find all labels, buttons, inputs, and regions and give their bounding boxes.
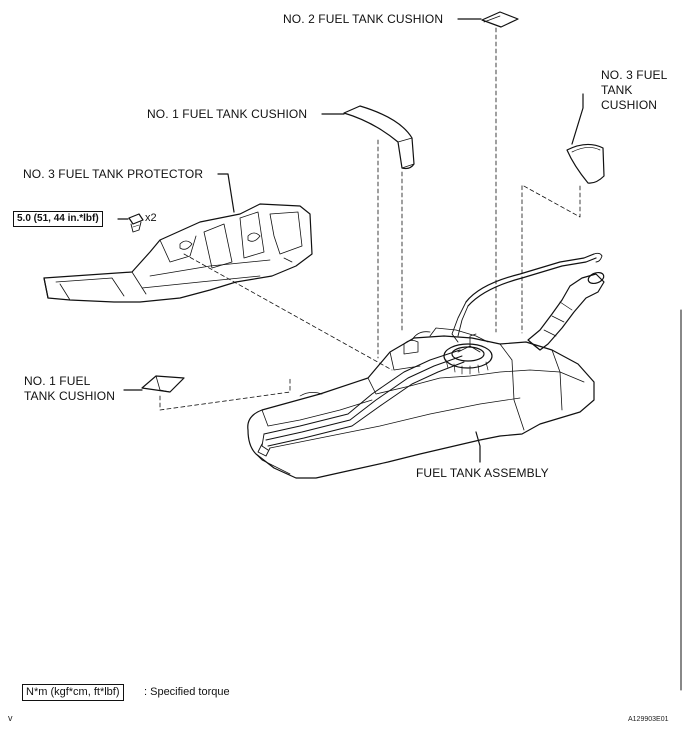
bolt-icon: [128, 213, 144, 233]
no2-fuel-tank-cushion-part: [481, 11, 519, 28]
label-no2-fuel-tank-cushion: NO. 2 FUEL TANK CUSHION: [283, 12, 444, 26]
fuel-tube: [411, 252, 603, 343]
label-no3-fuel-tank-cushion-line2: TANK: [601, 83, 633, 97]
no1-fuel-tank-cushion-left-part: [141, 375, 185, 393]
no3-cushion-dash: [521, 184, 581, 334]
legend-unit-box: N*m (kgf*cm, ft*lbf): [22, 684, 124, 701]
no3-fuel-tank-cushion-part: [566, 143, 605, 184]
label-no1-fuel-tank-cushion-left-line2: TANK CUSHION: [24, 389, 115, 403]
figure-id: A129903E01: [628, 716, 669, 723]
fuel-pump-flange: [443, 333, 493, 375]
label-no3-fuel-tank-cushion-line1: NO. 3 FUEL: [601, 68, 668, 82]
label-fuel-tank-assembly: FUEL TANK ASSEMBLY: [416, 466, 549, 480]
label-no1-fuel-tank-cushion-top: NO. 1 FUEL TANK CUSHION: [147, 107, 308, 121]
no3-fuel-tank-protector-part: [43, 203, 313, 303]
no3-cushion-leader: [571, 93, 584, 145]
fuel-tank-body: [247, 335, 595, 479]
label-no1-fuel-tank-cushion-left-line1: NO. 1 FUEL: [24, 374, 91, 388]
fuel-tank-assembly-leader: [475, 431, 481, 463]
no1-cushion-left-dash: [159, 377, 291, 411]
torque-spec-box: 5.0 (51, 44 in.*lbf): [13, 211, 103, 227]
no1-fuel-tank-cushion-top-part: [343, 105, 415, 170]
corner-mark: v: [8, 713, 13, 723]
legend-description: : Specified torque: [144, 686, 230, 698]
label-no3-fuel-tank-protector: NO. 3 FUEL TANK PROTECTOR: [23, 167, 204, 181]
label-no3-fuel-tank-cushion-line3: CUSHION: [601, 98, 658, 112]
no3-protector-leader: [217, 173, 235, 213]
fuel-filler-pipe: [527, 271, 605, 351]
protector-dash: [183, 253, 393, 371]
bolt-quantity: x2: [145, 212, 157, 224]
